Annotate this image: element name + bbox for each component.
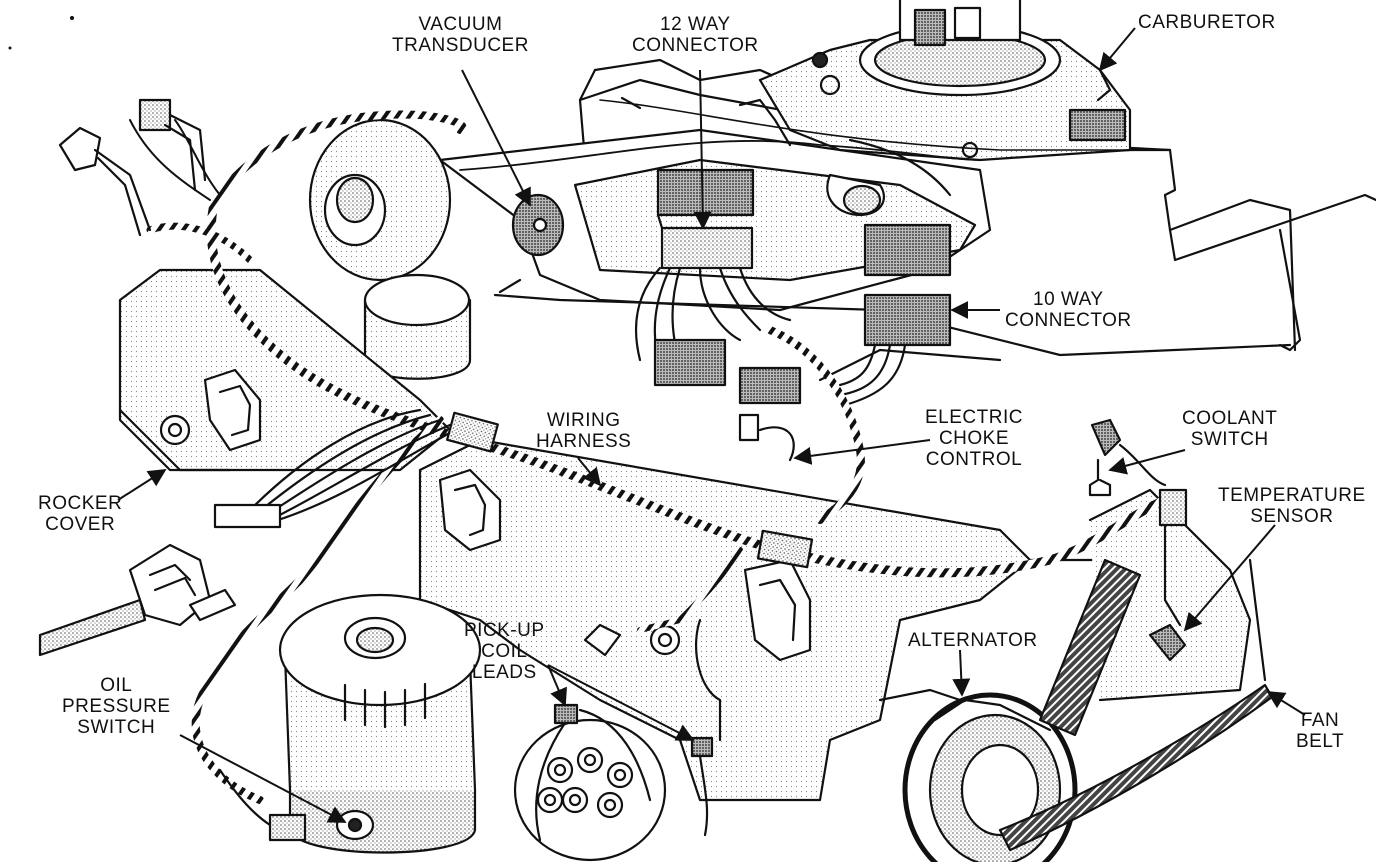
upper-filter bbox=[363, 273, 472, 380]
label-pick-up-coil-leads: PICK-UP COIL LEADS bbox=[464, 620, 545, 683]
label-electric-choke-control: ELECTRIC CHOKE CONTROL bbox=[925, 407, 1023, 470]
pickup-plug-left bbox=[553, 703, 579, 725]
vacuum-transducer-part bbox=[511, 193, 565, 257]
leader-coolant-switch bbox=[1108, 449, 1186, 475]
timing-pulley bbox=[308, 118, 452, 282]
label-vacuum-transducer: VACUUM TRANSDUCER bbox=[392, 14, 529, 56]
label-fan-belt: FAN BELT bbox=[1296, 710, 1345, 752]
leader-fan-belt bbox=[1266, 691, 1306, 716]
label-carburetor: CARBURETOR bbox=[1138, 12, 1276, 33]
leader-lines bbox=[117, 27, 1306, 823]
leader-pickup-left bbox=[547, 664, 567, 707]
carburetor-unit bbox=[738, 0, 1132, 197]
label-coolant-switch: COOLANT SWITCH bbox=[1182, 408, 1278, 450]
wire-fan bbox=[213, 408, 457, 529]
leader-twelve-way bbox=[693, 69, 712, 230]
label-temperature-sensor: TEMPERATURE SENSOR bbox=[1218, 485, 1366, 527]
leader-pickup-right bbox=[547, 664, 695, 741]
label-oil-pressure-switch: OIL PRESSURE SWITCH bbox=[62, 675, 171, 738]
distributor-cap bbox=[513, 718, 667, 862]
pickup-plug-right bbox=[690, 736, 714, 758]
leader-electric-choke bbox=[793, 439, 931, 465]
label-wiring-harness: WIRING HARNESS bbox=[536, 410, 632, 452]
leader-alternator bbox=[952, 649, 971, 697]
ten-way-connector bbox=[826, 173, 952, 407]
twelve-way-connector bbox=[634, 168, 792, 372]
oil-pressure-switch-part bbox=[218, 768, 375, 842]
leader-rocker-cover bbox=[117, 469, 167, 501]
engine-block bbox=[418, 438, 1152, 802]
label-ten-way-connector: 10 WAY CONNECTOR bbox=[1005, 289, 1132, 331]
leader-vacuum-transducer bbox=[461, 69, 531, 207]
label-alternator: ALTERNATOR bbox=[908, 630, 1038, 651]
rocker-cover-body bbox=[118, 268, 452, 472]
harness-plug-2 bbox=[738, 366, 802, 405]
coolant-switch-part bbox=[1088, 418, 1167, 497]
leader-oil-pressure bbox=[179, 734, 347, 823]
label-rocker-cover: ROCKER COVER bbox=[38, 493, 123, 535]
label-twelve-way-connector: 12 WAY CONNECTOR bbox=[632, 14, 759, 56]
harness-plug bbox=[653, 338, 727, 387]
left-connector-plug bbox=[38, 543, 237, 657]
leader-wiring-harness bbox=[577, 457, 602, 487]
leader-carburetor bbox=[1098, 27, 1136, 72]
electric-choke-part bbox=[738, 413, 795, 462]
upper-left-plugs bbox=[58, 98, 207, 237]
harness-clip bbox=[446, 411, 499, 453]
temperature-sensor-part bbox=[1148, 488, 1188, 662]
leader-temperature-sensor bbox=[1183, 524, 1276, 632]
oil-filter bbox=[278, 593, 482, 854]
wiring-harness-bundle bbox=[129, 110, 1185, 804]
fan-belt-part bbox=[998, 558, 1274, 852]
harness-clip-2 bbox=[756, 529, 814, 569]
